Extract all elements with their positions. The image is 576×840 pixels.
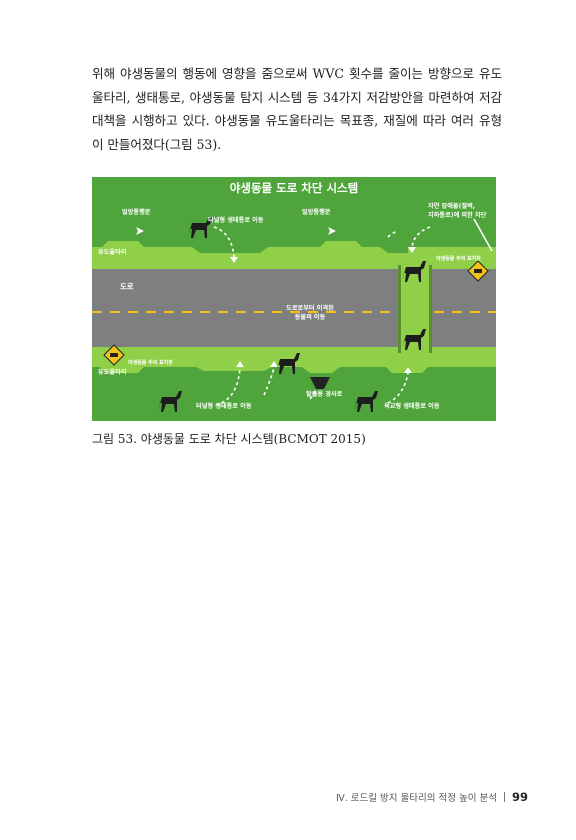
figure-caption: 그림 53. 야생동물 도로 차단 시스템(BCMOT 2015) <box>92 432 366 446</box>
paragraph-line: 대책을 시행하고 있다. 야생동물 유도울타리는 목표종, 재질에 따라 여러 … <box>92 113 502 128</box>
label-road: 도로 <box>120 282 134 291</box>
wildlife-road-barrier-figure: 야생동물 도로 차단 시스템 일방통행문 터널형 생태통로 이동 일방통행문 자… <box>92 177 496 421</box>
overpass-edge-left <box>398 265 401 353</box>
label-natural-barrier-2: 지하통로)에 의한 차단 <box>428 212 487 219</box>
label-tunnel-passage-bottom: 터널형 생태통로 이동 <box>196 403 252 410</box>
label-natural-barrier: 자연 장애물(절벽, <box>428 203 476 210</box>
label-tunnel-passage-top: 터널형 생태통로 이동 <box>208 217 264 224</box>
movement-arrows <box>213 226 431 406</box>
label-one-way-gate-right: 일방통행문 <box>302 209 331 216</box>
paragraph-line: 이 만들어졌다(그림 53). <box>92 136 222 152</box>
label-guide-fence-top: 유도울타리 <box>98 249 127 256</box>
paragraph-line: 울타리, 생태통로, 야생동물 탐지 시스템 등 34가지 저감방안을 마련하여… <box>92 89 502 105</box>
footer-section-title: Ⅳ. 로드킬 방지 울타리의 적정 높이 분석 <box>336 793 498 804</box>
label-one-way-gate-left: 일방통행문 <box>122 209 151 216</box>
page-footer: Ⅳ. 로드킬 방지 울타리의 적정 높이 분석 99 <box>336 790 528 804</box>
arrow-heads <box>230 247 416 373</box>
barrier-pointer <box>473 218 493 252</box>
overpass-edge-right <box>429 265 432 353</box>
body-paragraph: 위해 야생동물의 행동에 영향을 줌으로써 WVC 횟수를 줄이는 방향으로 유… <box>92 62 502 156</box>
escape-ramp-icon <box>310 377 330 389</box>
warning-sign-bottom-icon <box>103 344 125 366</box>
label-escape-ramp: 탈출용 경사로 <box>306 391 343 398</box>
label-warning-sign-top: 야생동물 주의 표지판 <box>436 256 481 262</box>
label-guide-fence-bottom: 유도울타리 <box>98 369 127 376</box>
figure-illustration <box>92 217 496 412</box>
top-verge <box>92 241 496 269</box>
paragraph-line: 위해 야생동물의 행동에 영향을 줌으로써 WVC 횟수를 줄이는 방향으로 유… <box>92 66 502 81</box>
figure-title: 야생동물 도로 차단 시스템 <box>229 181 359 195</box>
label-warning-sign-bottom: 야생동물 주의 표지판 <box>128 360 173 366</box>
label-overpass-passage: 육교형 생태통로 이동 <box>384 403 440 410</box>
warning-sign-top-icon <box>467 260 489 282</box>
footer-divider <box>504 792 506 802</box>
one-way-gate-icons <box>136 227 336 235</box>
label-away-from-road: 도로로부터 이격된 <box>286 305 334 312</box>
label-away-from-road-2: 동물의 이동 <box>294 314 326 321</box>
deer-silhouettes <box>158 217 426 412</box>
page-number: 99 <box>512 790 529 804</box>
